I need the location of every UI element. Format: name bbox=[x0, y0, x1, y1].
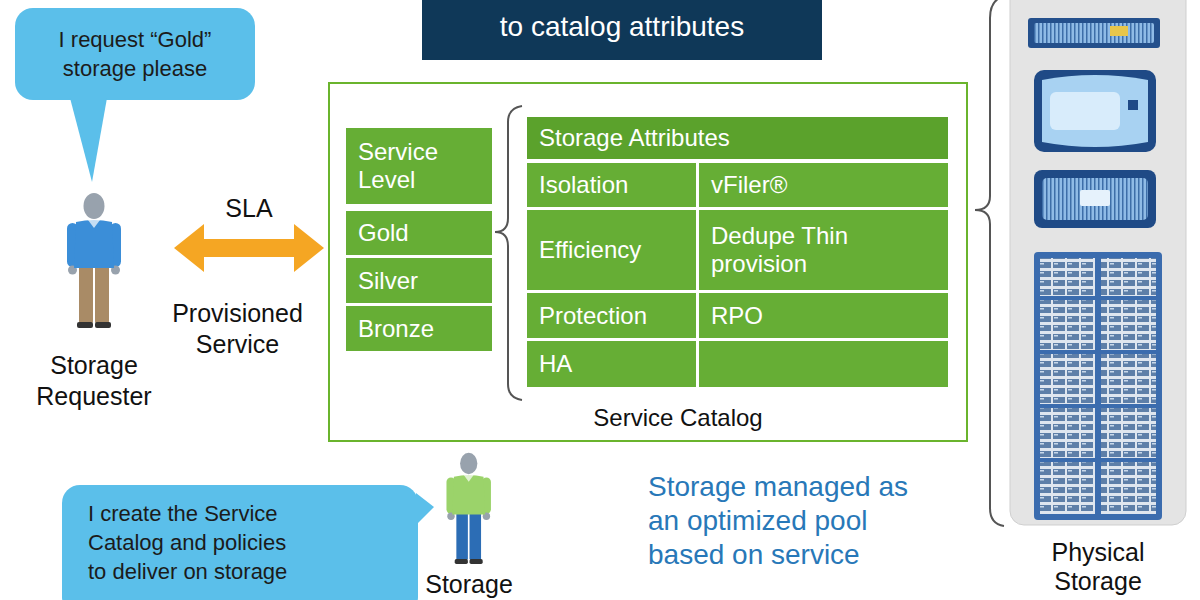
speech-bubble: I create the Service Catalog and policie… bbox=[62, 485, 418, 600]
service-level-box: Gold bbox=[346, 211, 492, 255]
edge-label: SLA bbox=[225, 194, 272, 222]
node-text: HA bbox=[539, 350, 572, 378]
curly-brace bbox=[975, 0, 1004, 526]
storage-unit-2u bbox=[1034, 170, 1156, 228]
node-text: RPO bbox=[711, 302, 763, 330]
storage-unit-3u bbox=[1034, 70, 1156, 152]
service-level-header: Service Level bbox=[346, 128, 492, 204]
title-text: to catalog attributes bbox=[500, 11, 744, 43]
speech-bubble: I request “Gold” storage please bbox=[15, 8, 255, 100]
table-header: Storage Attributes bbox=[527, 117, 948, 159]
storage-hardware bbox=[1010, 0, 1186, 540]
person-figure: Storage Requester bbox=[18, 192, 170, 412]
node-text: Bronze bbox=[358, 315, 434, 343]
node-text: Dedupe Thin provision bbox=[711, 222, 936, 278]
storage-rack bbox=[1034, 252, 1162, 520]
table-cell: vFiler® bbox=[699, 163, 948, 207]
node-text: Service Catalog bbox=[593, 404, 762, 432]
table-cell: HA bbox=[527, 341, 696, 387]
node-text: Protection bbox=[539, 302, 647, 330]
node-text: Storage Requester bbox=[18, 350, 170, 412]
person-icon bbox=[444, 452, 493, 564]
node-text: Physical Storage bbox=[1010, 538, 1186, 596]
node-text: Silver bbox=[358, 267, 418, 295]
node-text: Isolation bbox=[539, 171, 628, 199]
node-text: Efficiency bbox=[539, 236, 641, 264]
node-text: Service Level bbox=[358, 138, 480, 194]
arrow-caption: Provisioned Service bbox=[160, 298, 315, 360]
title-banner: to catalog attributes bbox=[422, 0, 822, 60]
bubble-outline bbox=[15, 8, 255, 100]
callout-note: Storage managed as an optimized pool bas… bbox=[648, 470, 923, 572]
curly-brace bbox=[495, 106, 522, 400]
service-level-box: Silver bbox=[346, 258, 492, 303]
table-cell: RPO bbox=[699, 293, 948, 338]
table-cell bbox=[699, 341, 948, 387]
person-icon bbox=[64, 192, 124, 328]
service-catalog-frame: Service Catalog Service LevelGoldSilverBr… bbox=[328, 82, 968, 442]
table-cell: Dedupe Thin provision bbox=[699, 210, 948, 290]
node-text: vFiler® bbox=[711, 171, 787, 199]
table-cell: Protection bbox=[527, 293, 696, 338]
service-level-box: Bronze bbox=[346, 306, 492, 351]
person-figure: Storage bbox=[420, 452, 518, 598]
node-text: Gold bbox=[358, 219, 409, 247]
double-arrow bbox=[174, 224, 324, 272]
storage-unit-1u bbox=[1028, 18, 1160, 48]
physical-storage-panel: Physical Storage bbox=[1010, 0, 1186, 600]
table-cell: Isolation bbox=[527, 163, 696, 207]
node-text: I create the Service Catalog and policie… bbox=[88, 499, 303, 586]
node-text: Storage Attributes bbox=[539, 124, 730, 152]
node-text: Storage bbox=[425, 570, 513, 598]
node-text: I request “Gold” storage please bbox=[29, 25, 241, 83]
table-cell: Efficiency bbox=[527, 210, 696, 290]
